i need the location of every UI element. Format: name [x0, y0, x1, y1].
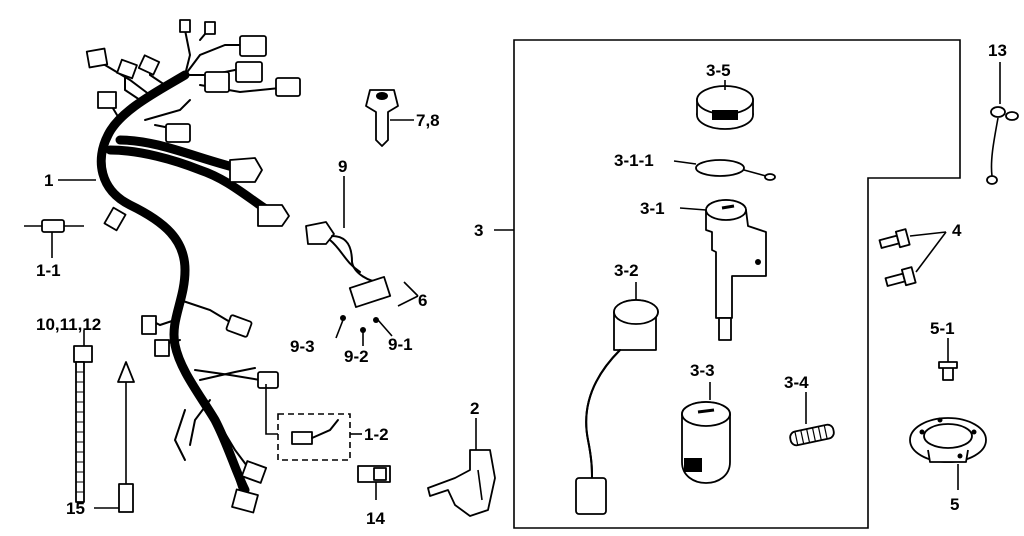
callout-labels: 1 1-1 1-2 2 3 3-1 3-1-1 3-2 3-3 3-4 3-5 … [36, 41, 1007, 528]
label-3-5: 3-5 [706, 61, 731, 80]
label-14: 14 [366, 509, 385, 528]
label-9-3: 9-3 [290, 337, 315, 356]
key-part [365, 89, 414, 147]
safety-wire-part [986, 62, 1019, 185]
label-1-1: 1-1 [36, 261, 61, 280]
connector-part [357, 465, 391, 500]
seat-lock-part [681, 382, 731, 484]
label-9-2: 9-2 [344, 347, 369, 366]
label-6: 6 [418, 291, 427, 310]
label-3-3: 3-3 [690, 361, 715, 380]
label-5-1: 5-1 [930, 319, 955, 338]
fitting-pointers [397, 281, 419, 307]
label-3-2: 3-2 [614, 261, 639, 280]
label-3-1: 3-1 [640, 199, 665, 218]
sub-harness-part [305, 176, 393, 346]
label-9-1: 9-1 [388, 335, 413, 354]
key-cap-part [696, 80, 754, 130]
label-2: 2 [470, 399, 479, 418]
fuse-holder [24, 219, 84, 258]
terminal-kit [265, 384, 362, 461]
label-3: 3 [474, 221, 483, 240]
label-4: 4 [952, 221, 962, 240]
label-13: 13 [988, 41, 1007, 60]
label-7-8: 7,8 [416, 111, 440, 130]
bolts-part [878, 228, 947, 287]
spring-part [789, 392, 835, 447]
tool-part [94, 361, 135, 513]
wire-harness [58, 19, 301, 514]
label-1-2: 1-2 [364, 425, 389, 444]
screw-part [938, 338, 958, 381]
cable-tie-part [73, 330, 93, 503]
label-15: 15 [66, 499, 85, 518]
label-1: 1 [44, 171, 53, 190]
label-9: 9 [338, 157, 347, 176]
bracket-part [427, 418, 496, 517]
ignition-lock-part [679, 199, 767, 341]
cover-plate-part [673, 159, 776, 181]
ignition-set-outline [494, 39, 961, 529]
label-5: 5 [950, 495, 959, 514]
flange-part [909, 417, 987, 490]
label-10-11-12: 10,11,12 [36, 315, 101, 334]
label-3-1-1: 3-1-1 [614, 151, 654, 170]
label-3-4: 3-4 [784, 373, 809, 392]
socket-cable-part [575, 282, 659, 515]
